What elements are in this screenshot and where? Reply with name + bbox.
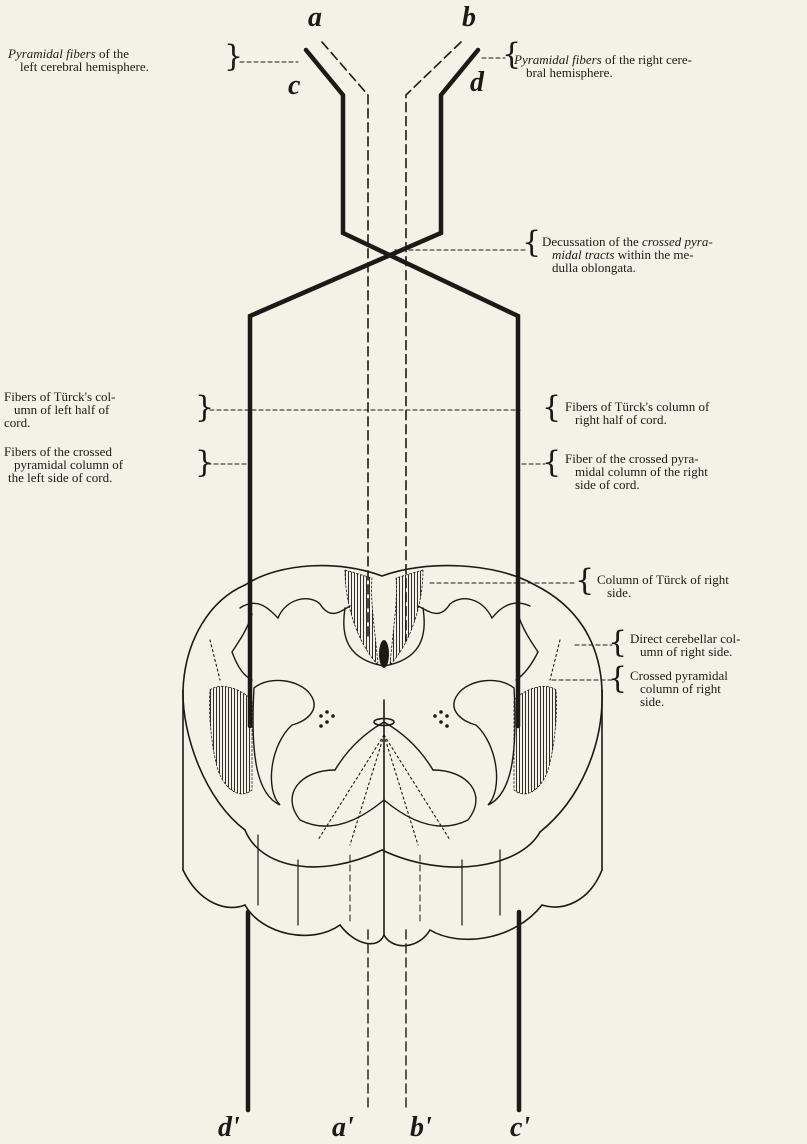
brace-crossed-left: } bbox=[195, 448, 214, 478]
label-text: of the right cere- bbox=[602, 52, 692, 67]
turck-column-left-hatch bbox=[345, 570, 378, 665]
brace-direct-cer: { bbox=[608, 628, 627, 658]
label-text: cord. bbox=[4, 416, 116, 429]
brace-crossed-pyr: { bbox=[608, 664, 627, 694]
letter-a-prime: a' bbox=[332, 1112, 354, 1144]
crossed-pyramidal-right-hatch bbox=[514, 686, 557, 794]
label-crossed-left: Fibers of the crossed pyramidal column o… bbox=[4, 445, 123, 484]
letter-d: d bbox=[470, 67, 484, 99]
label-column-turck: Column of Türck of right side. bbox=[597, 573, 729, 599]
brace-crossed-right: { bbox=[542, 448, 561, 478]
label-text: side. bbox=[597, 586, 729, 599]
label-text: dulla oblongata. bbox=[542, 261, 713, 274]
letter-b-prime: b' bbox=[410, 1112, 432, 1144]
crossed-pyramidal-left-hatch bbox=[209, 686, 252, 794]
label-pyramidal-left: Pyramidal fibers of the left cerebral he… bbox=[8, 47, 149, 73]
turck-fiber-b bbox=[406, 42, 461, 640]
label-decussation: Decussation of the crossed pyra- midal t… bbox=[542, 235, 713, 274]
grey-matter-outline bbox=[232, 599, 538, 826]
turck-column-right-hatch bbox=[390, 570, 423, 665]
brace-turck-right: { bbox=[542, 393, 561, 423]
label-text: the left side of cord. bbox=[4, 471, 123, 484]
letter-d-prime: d' bbox=[218, 1112, 240, 1144]
label-pyramidal-right: Pyramidal fibers of the right cere- bral… bbox=[514, 53, 692, 79]
label-text: bral hemisphere. bbox=[514, 66, 692, 79]
label-text: side. bbox=[630, 695, 728, 708]
label-direct-cerebellar: Direct cerebellar col- umn of right side… bbox=[630, 632, 740, 658]
label-text: umn of right side. bbox=[630, 645, 740, 658]
letter-a: a bbox=[308, 2, 322, 34]
label-crossed-right: Fiber of the crossed pyra- midal column … bbox=[565, 452, 708, 491]
letter-c: c bbox=[288, 70, 300, 102]
brace-decus: { bbox=[522, 228, 541, 258]
letter-b: b bbox=[462, 2, 476, 34]
label-turck-right: Fibers of Türck's column of right half o… bbox=[565, 400, 709, 426]
brace-turck-left: } bbox=[195, 393, 214, 423]
label-crossed-pyramidal: Crossed pyramidal column of right side. bbox=[630, 669, 728, 708]
brace-col-turck: { bbox=[575, 566, 594, 596]
label-text: left cerebral hemisphere. bbox=[8, 60, 149, 73]
posterior-median-mark bbox=[379, 640, 389, 668]
anterior-dotted-lines bbox=[210, 640, 560, 845]
brace-pyr-left: } bbox=[224, 42, 243, 72]
letter-c-prime: c' bbox=[510, 1112, 530, 1144]
label-text: side of cord. bbox=[565, 478, 708, 491]
label-turck-left: Fibers of Türck's col- umn of left half … bbox=[4, 390, 116, 429]
label-text: right half of cord. bbox=[565, 413, 709, 426]
